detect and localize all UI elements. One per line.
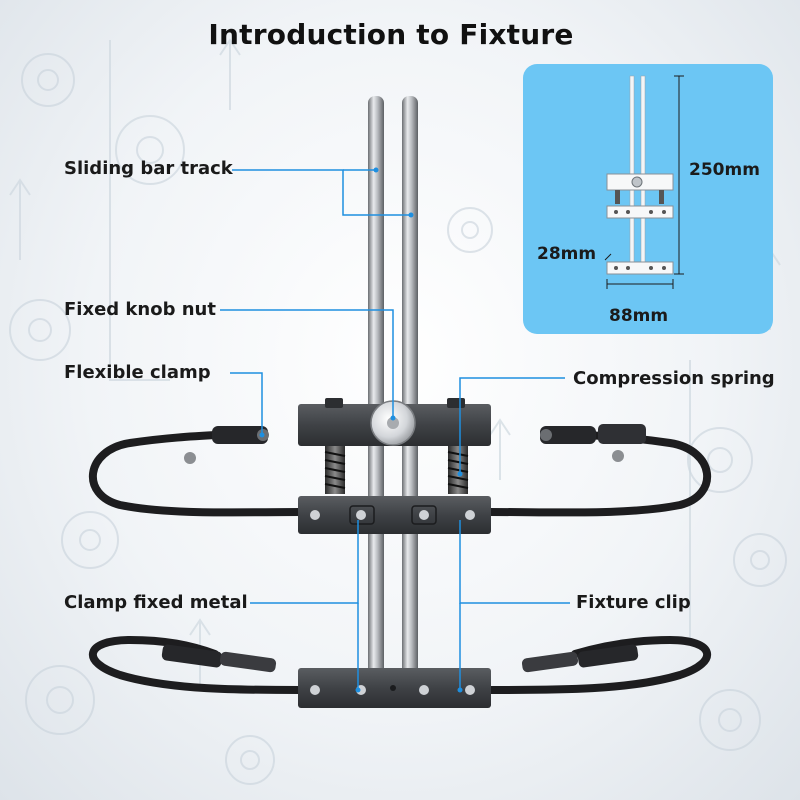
dimension-mini-fixture [604,75,684,289]
dimension-spacing: 28mm [537,244,597,264]
dimension-width: 88mm [609,306,669,326]
label-compression-spring: Compression spring [573,368,775,389]
leader-dots [259,167,463,693]
dimension-height: 250mm [689,160,760,180]
label-fixture-clip: Fixture clip [576,592,691,613]
sliding-rod-left [368,96,384,686]
dimension-panel: 250mm 88mm 28mm [523,64,773,334]
sliding-rod-right [402,96,418,686]
label-sliding-bar-track: Sliding bar track [64,158,233,179]
label-clamp-fixed-metal: Clamp fixed metal [64,592,248,613]
leader-lines [220,169,570,690]
middle-block [298,496,491,534]
clamp-heads [161,424,646,673]
page-title: Introduction to Fixture [208,18,574,51]
label-fixed-knob-nut: Fixed knob nut [64,299,216,320]
compression-springs [324,446,469,494]
label-flexible-clamp: Flexible clamp [64,362,211,383]
